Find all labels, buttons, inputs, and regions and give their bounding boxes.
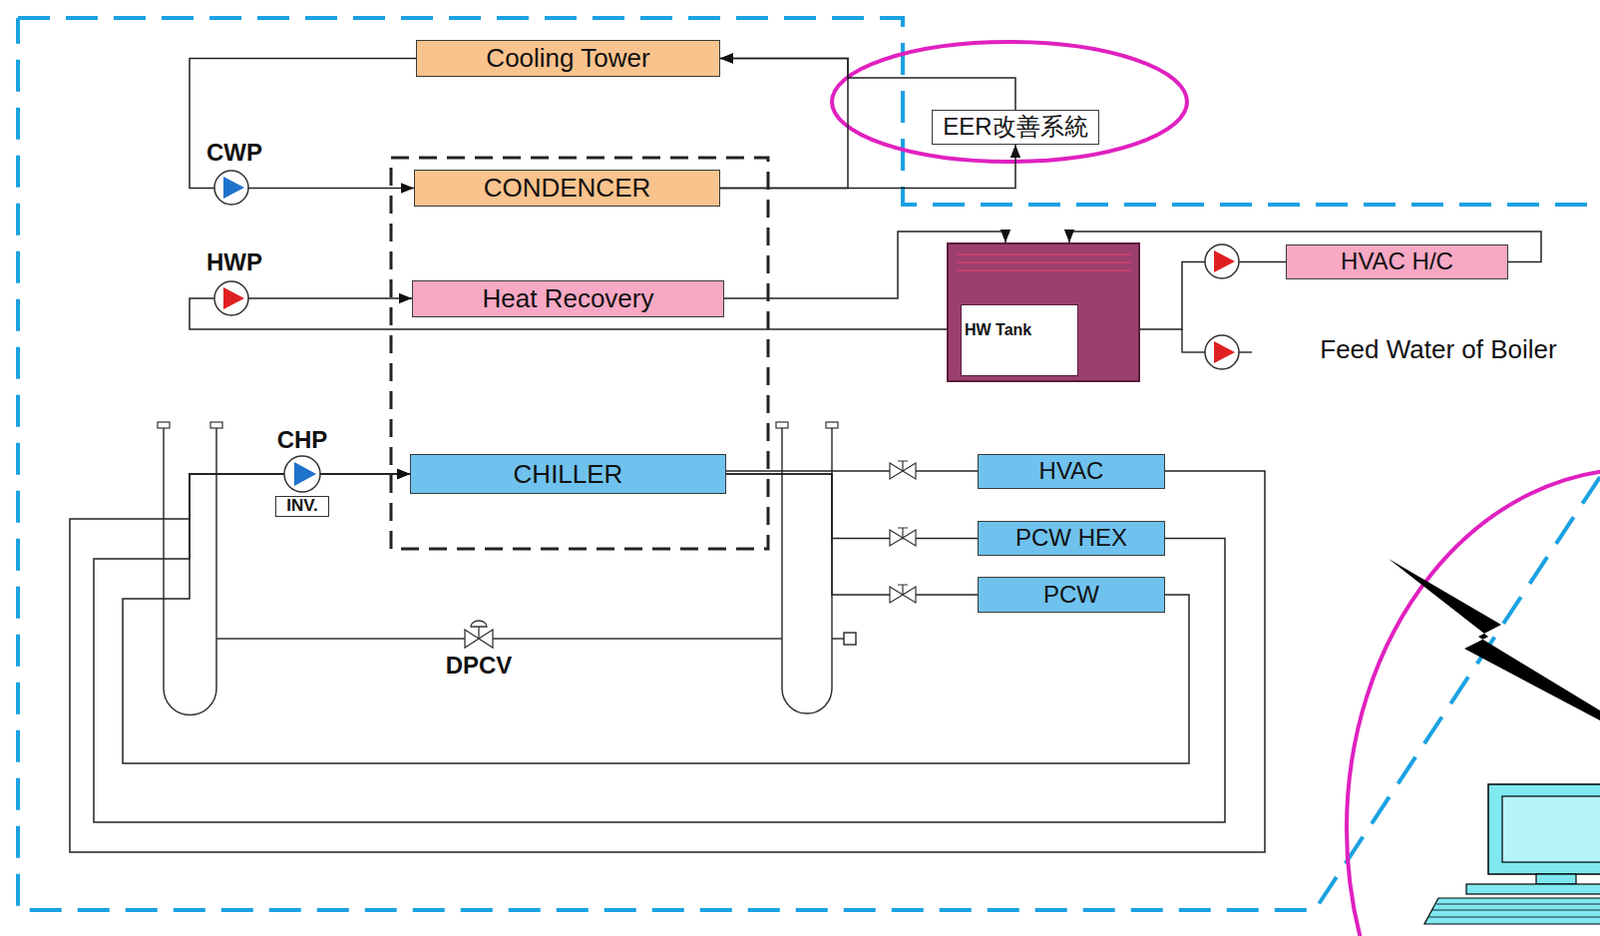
chiller-unit-boundary	[391, 157, 769, 549]
valve-actuator	[470, 620, 487, 627]
heat-recovery-box: Heat Recovery	[411, 280, 725, 318]
box-text: CHILLER	[513, 459, 624, 489]
pump-casing	[284, 455, 321, 492]
pump-casing	[214, 281, 249, 316]
header-cap	[157, 421, 170, 428]
valve-stem	[897, 460, 908, 471]
pump-impeller	[223, 176, 245, 199]
pump-impeller	[1213, 341, 1235, 364]
pump-label: CHP	[262, 426, 343, 453]
pump-label: CWP	[194, 139, 275, 166]
box-text: CONDENCER	[483, 173, 652, 203]
pcw-load-box: PCW	[977, 576, 1166, 613]
valve-body	[889, 586, 903, 603]
balancing-valve	[889, 527, 916, 546]
label-text: CWP	[206, 138, 263, 166]
hwp-pump	[214, 281, 249, 316]
label-text: INV.	[286, 495, 319, 515]
region-border	[17, 17, 1600, 205]
keyboard-keys	[1428, 903, 1600, 917]
eer-system-box: EER改善系統	[931, 109, 1100, 145]
pcw-hex-box: PCW HEX	[977, 520, 1166, 556]
pipe-connector	[720, 58, 848, 189]
header-cap	[776, 421, 789, 428]
coil-stroke	[956, 261, 1131, 264]
pipe-connector	[69, 470, 1265, 852]
highlight-ellipse	[831, 41, 1188, 162]
valve-body	[902, 586, 916, 603]
destination-label: Feed Water of Boiler	[1288, 335, 1589, 365]
monitor-screen	[1502, 796, 1600, 862]
pipe-connector	[720, 144, 1016, 189]
valve-body	[902, 529, 916, 546]
pump-casing	[1204, 244, 1239, 279]
box-text: HVAC H/C	[1340, 248, 1454, 275]
monitor-stand	[1536, 873, 1577, 884]
hvac-load-box: HVAC	[977, 453, 1166, 489]
hot-water-tank: HW Tank	[946, 242, 1141, 383]
balancing-valve	[889, 584, 916, 603]
highlight-ellipse	[1346, 468, 1600, 936]
box-text: Cooling Tower	[485, 43, 650, 73]
valve-body	[889, 462, 903, 479]
computer-base	[1466, 883, 1600, 894]
box-text: Heat Recovery	[482, 284, 655, 314]
pipe-connector	[122, 473, 1190, 764]
valve-body	[902, 462, 916, 479]
valve-body	[889, 529, 903, 546]
signal-bolt	[1388, 558, 1600, 721]
label-text: Feed Water of Boiler	[1319, 334, 1557, 365]
coil-stroke	[956, 269, 1131, 272]
pipe-connector	[93, 473, 1225, 822]
box-text: PCW	[1043, 581, 1100, 608]
valve-stem	[897, 584, 908, 595]
cwp-pump	[214, 170, 249, 205]
label-text: DPCV	[445, 651, 513, 679]
sensor-stem	[831, 637, 844, 640]
chp-pump	[284, 455, 321, 492]
header-cap	[210, 421, 223, 428]
supply-header	[782, 426, 832, 714]
dp-sensor	[843, 632, 856, 645]
box-text: HVAC	[1039, 457, 1105, 484]
box-text: HW Tank	[962, 320, 1034, 341]
pump-impeller	[223, 287, 245, 310]
box-text: PCW HEX	[1015, 524, 1128, 551]
tank-window	[960, 304, 1079, 377]
pump-impeller	[294, 461, 317, 486]
coil-stroke	[956, 253, 1131, 256]
pipe-connector	[726, 469, 978, 472]
valve-body	[478, 629, 493, 648]
pump-impeller	[1213, 250, 1235, 273]
pump-casing	[214, 170, 249, 205]
hot-water-pump	[1204, 244, 1239, 279]
bypass-pipe	[216, 637, 783, 640]
dpcv-valve	[464, 620, 493, 648]
valve-body	[464, 629, 479, 648]
pipe-connector	[720, 58, 1016, 111]
keyboard	[1424, 897, 1600, 924]
valve-stem	[477, 626, 479, 639]
pipe-connector	[726, 473, 978, 595]
header-cap	[825, 421, 838, 428]
feed-water-pump	[1204, 335, 1239, 370]
inverter-tag: INV.	[275, 495, 330, 517]
region-border	[17, 17, 1600, 910]
valve-stem	[897, 527, 908, 538]
label-text: CHP	[277, 425, 329, 453]
box-text: EER改善系統	[942, 113, 1088, 140]
pump-label: HWP	[194, 249, 275, 276]
pump-casing	[1204, 335, 1239, 370]
valve-label: DPCV	[428, 652, 529, 679]
pipe-connector	[189, 58, 416, 189]
hvac-heating-box: HVAC H/C	[1285, 244, 1509, 280]
monitor	[1488, 784, 1600, 874]
pipe-connector	[726, 473, 978, 539]
cooling-tower-box: Cooling Tower	[415, 39, 721, 77]
condenser-box: CONDENCER	[413, 169, 721, 207]
chiller-box: CHILLER	[409, 453, 727, 494]
label-text: HWP	[206, 248, 263, 276]
balancing-valve	[889, 460, 916, 479]
